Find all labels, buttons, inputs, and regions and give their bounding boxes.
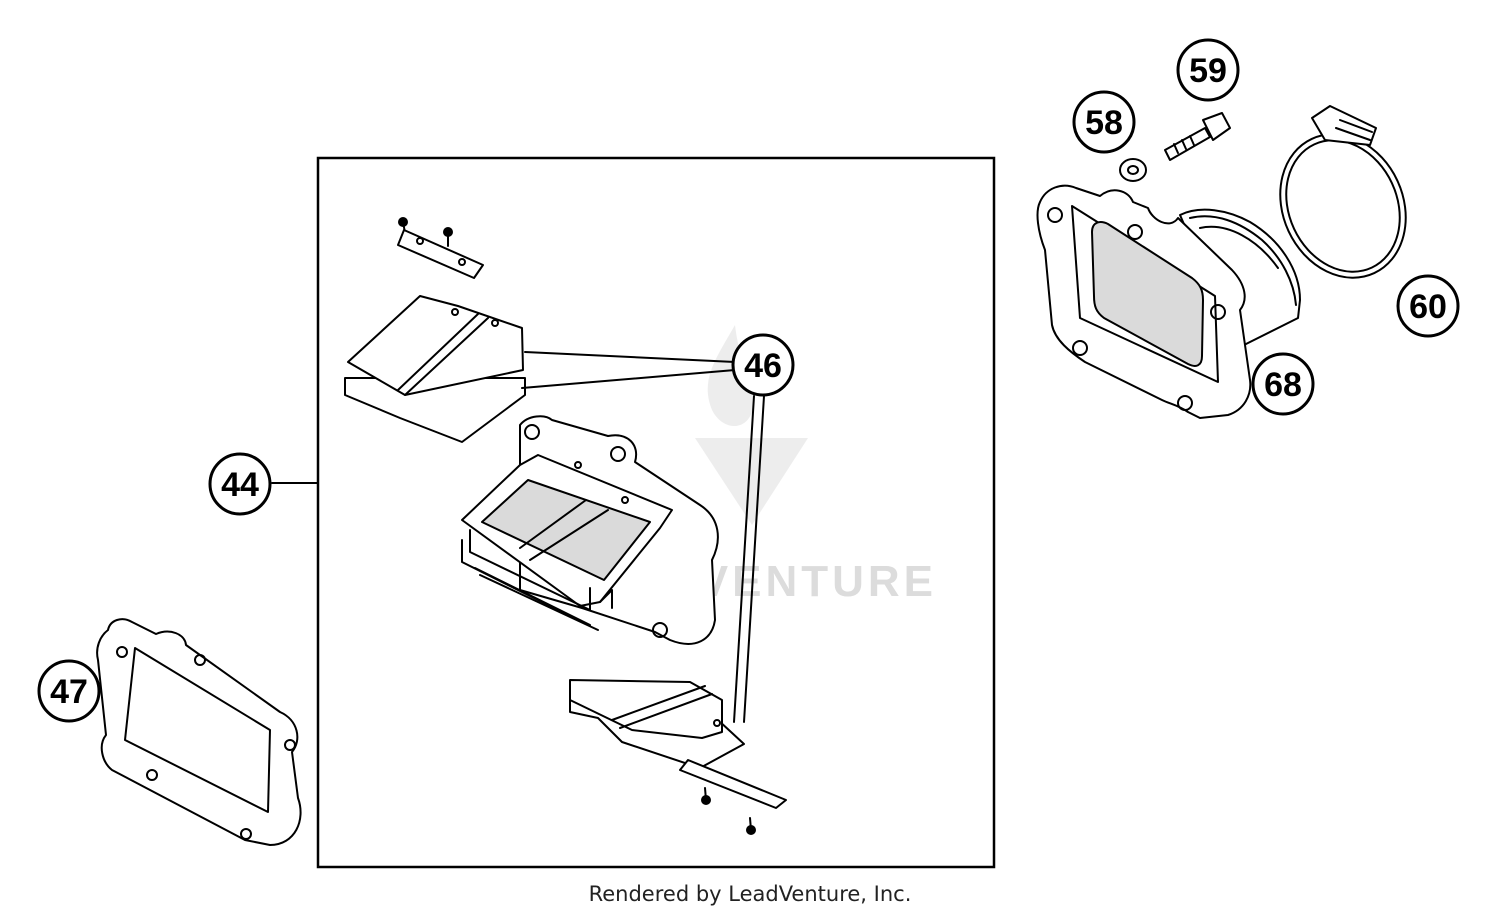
callout-59[interactable]: 59: [1176, 38, 1240, 102]
callout-68[interactable]: 68: [1251, 352, 1315, 416]
reed-retainer-top: [397, 217, 484, 279]
callout-46[interactable]: 46: [521, 333, 795, 723]
assembly-box: [316, 156, 996, 869]
callout-68-label: 68: [1264, 366, 1302, 404]
callout-47[interactable]: 47: [37, 659, 101, 723]
washer: [1119, 158, 1147, 182]
reed-petals-lower: [569, 679, 745, 769]
intake-gasket: [96, 618, 302, 846]
footer-credit: Rendered by LeadVenture, Inc.: [588, 882, 912, 906]
callout-58[interactable]: 58: [1072, 90, 1136, 154]
reed-petals-upper: [344, 295, 526, 443]
callout-46-label: 46: [744, 347, 782, 385]
callout-60[interactable]: 60: [1396, 274, 1460, 338]
callout-60-label: 60: [1409, 288, 1447, 326]
callout-44-label: 44: [221, 466, 259, 504]
reed-retainer-bottom: [679, 759, 787, 835]
reed-cage: [461, 415, 719, 645]
callout-47-label: 47: [50, 673, 88, 711]
callout-44[interactable]: 44: [208, 452, 319, 516]
callout-59-label: 59: [1189, 52, 1227, 90]
hose-clamp: [1279, 105, 1407, 279]
intake-flange: [1036, 184, 1301, 419]
bolt: [1164, 112, 1231, 161]
callout-58-label: 58: [1085, 104, 1123, 142]
